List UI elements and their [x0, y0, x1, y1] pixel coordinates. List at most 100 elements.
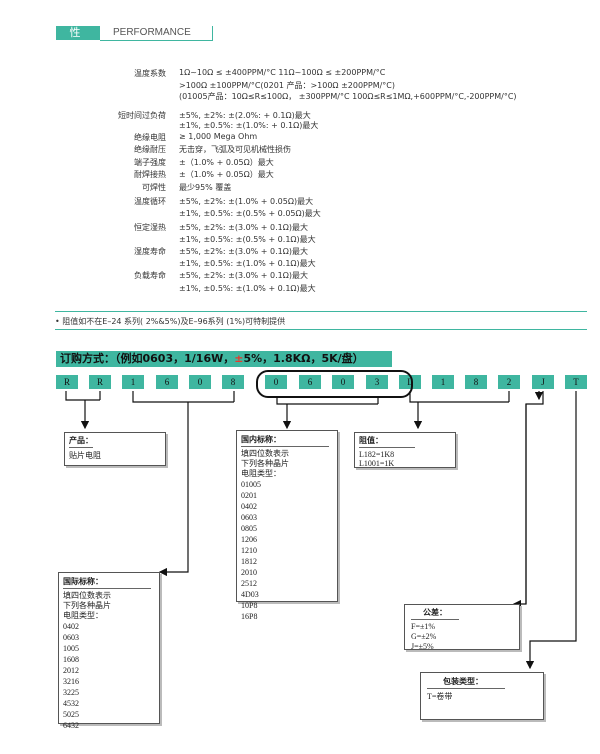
arrow-to-international	[158, 402, 189, 577]
spec-value: ±5%, ±2%: ±(3.0% + 0.1Ω)最大	[179, 271, 309, 280]
panel-packaging-title: 包装类型：	[443, 677, 483, 686]
panel-resistance-line: L1001=1K	[359, 459, 395, 468]
panel-tolerance-line: J=±5%	[411, 642, 434, 651]
arrow-to-packaging	[525, 391, 577, 670]
spec-value: ±1%, ±0.5%: ±(0.5% + 0.1Ω)最大	[179, 235, 316, 244]
code-char: 2	[498, 375, 520, 389]
header-divider	[212, 26, 213, 41]
panel-product-line: 贴片电阻	[69, 451, 101, 460]
spec-label: 绝缘电阻	[134, 133, 166, 142]
spec-value: 无击穿，飞弧及可见机械性损伤	[179, 145, 291, 154]
size-code: 3225	[63, 688, 79, 697]
size-code-highlight-oval	[256, 370, 413, 398]
panel-domestic-title: 国内标称：	[241, 435, 281, 444]
size-code: 1206	[241, 535, 257, 544]
size-code: 1005	[63, 644, 79, 653]
spec-value: ±1%, ±0.5%: ±(1.0% + 0.1Ω)最大	[179, 284, 316, 293]
code-char: 1	[432, 375, 454, 389]
panel-domestic-line: 填四位数表示	[241, 449, 289, 458]
size-code: 2010	[241, 568, 257, 577]
spec-value: ±（1.0% + 0.05Ω）最大	[179, 158, 274, 167]
size-code: 0402	[63, 622, 79, 631]
panel-tolerance-line: G=±2%	[411, 632, 437, 641]
code-char: 0	[332, 375, 354, 389]
header-underline	[100, 40, 213, 41]
size-code: 2012	[63, 666, 79, 675]
note-rule-top	[55, 311, 587, 312]
spec-label: 可焊性	[142, 183, 166, 192]
size-code: 2512	[241, 579, 257, 588]
spec-value: ±5%, ±2%: ±(3.0% + 0.1Ω)最大	[179, 247, 309, 256]
size-code: 0603	[241, 513, 257, 522]
spec-value: ±（1.0% + 0.05Ω）最大	[179, 170, 274, 179]
order-title-plusminus: ±	[234, 352, 244, 365]
spec-label: 负载寿命	[134, 271, 166, 280]
size-code: 0201	[241, 491, 257, 500]
size-code: 4D03	[241, 590, 259, 599]
spec-value: ±1%, ±0.5%: ±(1.0%: + 0.1Ω)最大	[179, 121, 319, 130]
section-title-cn: 性 能	[69, 26, 87, 53]
panel-product: 产品： 贴片电阻	[64, 432, 166, 466]
code-char: J	[532, 375, 554, 389]
connector-product-left	[65, 391, 100, 401]
panel-tolerance-line: F=±1%	[411, 622, 436, 631]
panel-international-line: 填四位数表示	[63, 591, 111, 600]
code-char: 8	[222, 375, 244, 389]
size-code: 10P8	[241, 601, 258, 610]
spec-label: 耐焊接热	[134, 170, 166, 179]
panel-international-title: 国际标称：	[63, 577, 103, 586]
spec-value: 最少95% 覆盖	[179, 183, 232, 192]
code-char: 0	[265, 375, 287, 389]
code-char: R	[89, 375, 111, 389]
spec-value: ±1%, ±0.5%: ±(1.0% + 0.1Ω)最大	[179, 259, 316, 268]
panel-packaging-line: T=卷带	[427, 692, 453, 701]
spec-label: 端子强度	[134, 158, 166, 167]
size-code: 0603	[63, 633, 79, 642]
code-char: 0	[189, 375, 211, 389]
size-code: 0805	[241, 524, 257, 533]
panel-domestic: 国内标称： 填四位数表示 下列各种晶片 电阻类型： 01005 0201 040…	[236, 430, 338, 621]
order-title: 订购方式：（例如0603，1/16W，±5%，1.8KΩ，5K/盘）	[60, 351, 364, 367]
panel-packaging: 包装类型： T=卷带	[420, 672, 544, 720]
spec-label: 绝缘耐压	[134, 145, 166, 154]
panel-domestic-line: 电阻类型：	[241, 469, 281, 478]
spec-value: (01005产品：10Ω≤R≤100Ω， ±300PPM/°C 100Ω≤R≤1…	[179, 92, 517, 101]
code-char: 6	[299, 375, 321, 389]
size-code: 1608	[63, 655, 79, 664]
panel-product-title: 产品：	[69, 436, 93, 445]
order-title-bar	[56, 351, 392, 367]
panel-title-rule	[427, 688, 505, 689]
connector-domestic-span	[276, 396, 378, 405]
size-code: 0402	[241, 502, 257, 511]
code-char: R	[56, 375, 78, 389]
code-char: 3	[366, 375, 388, 389]
size-code: 1812	[241, 557, 257, 566]
spec-label: 短时间过负荷	[118, 111, 166, 120]
panel-tolerance-title: 公差：	[423, 608, 447, 617]
spec-label: 温度系数	[134, 69, 166, 78]
panel-title-rule	[359, 447, 415, 448]
size-code: 1210	[241, 546, 257, 555]
spec-value: ±1%, ±0.5%: ±(0.5% + 0.05Ω)最大	[179, 209, 321, 218]
spec-label: 温度循环	[134, 197, 166, 206]
panel-domestic-line: 下列各种晶片	[241, 459, 289, 468]
panel-title-rule	[411, 619, 459, 620]
size-code: 3216	[63, 677, 79, 686]
spec-value: ≥ 1,000 Mega Ohm	[179, 132, 258, 141]
code-char: 6	[156, 375, 178, 389]
panel-title-rule	[241, 446, 329, 447]
spec-value: >100Ω ±100PPM/°C(0201 产品：>100Ω ±200PPM/°…	[179, 81, 396, 90]
order-title-prefix: 订购方式：（例如0603，1/16W，	[60, 352, 235, 365]
spec-value: 1Ω~10Ω ≤ ±400PPM/°C 11Ω~100Ω ≤ ±200PPM/°…	[179, 68, 386, 77]
panel-title-rule	[63, 588, 151, 589]
size-code: 5025	[63, 710, 79, 719]
connector-intl-span	[132, 391, 234, 403]
panel-international-line: 电阻类型：	[63, 611, 103, 620]
panel-tolerance: 公差： F=±1% G=±2% J=±5%	[404, 604, 520, 651]
spec-label: 湿度寿命	[134, 247, 166, 256]
panel-resistance-line: L182=1K8	[359, 450, 395, 459]
code-char: 1	[122, 375, 144, 389]
spec-value: ±5%, ±2%: ±(1.0% + 0.05Ω)最大	[179, 197, 314, 206]
code-char: 8	[465, 375, 487, 389]
spec-value: ±5%, ±2%: ±(3.0% + 0.1Ω)最大	[179, 223, 309, 232]
